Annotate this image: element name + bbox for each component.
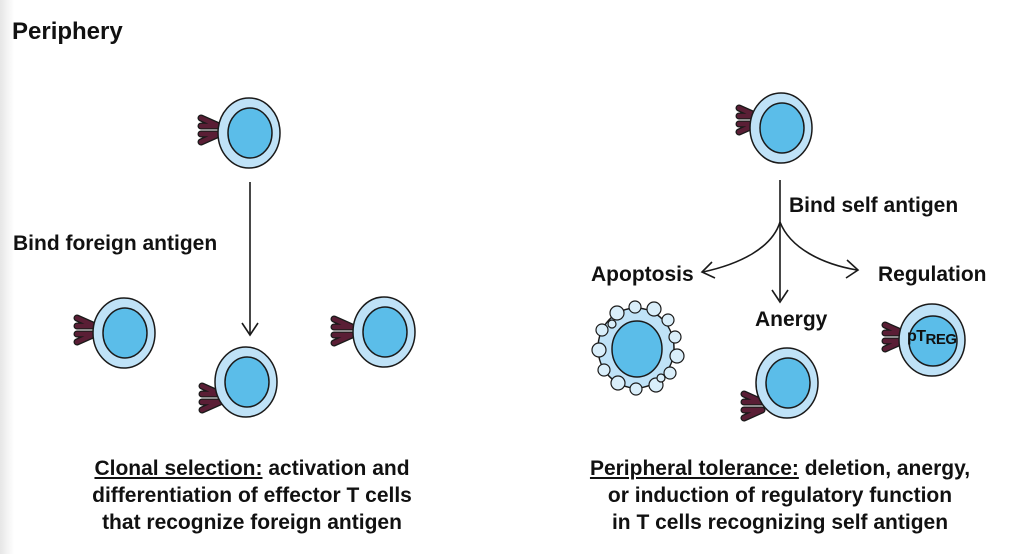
clonal-selection-term: Clonal selection: [94,457,263,480]
tolerance-caption-line2: or induction of regulatory function [607,484,953,507]
naive-t-cell-left [201,97,281,169]
tolerance-caption-line1: Peripheral tolerance: deletion, anergy, [580,455,980,482]
regulatory-t-cell [885,303,966,377]
clonal-arrow [241,182,259,337]
clonal-caption-line2: differentiation of effector T cells [92,484,412,507]
tolerance-caption-line1-rest: deletion, anergy, [798,457,971,480]
bind-self-antigen-label: Bind self antigen [789,194,959,217]
clonal-caption-line1: Clonal selection: activation and [52,455,452,482]
clonal-caption-line3: that recognize foreign antigen [102,511,402,534]
clonal-caption-line1-rest: activation and [262,457,410,480]
page-edge-shadow [0,0,14,554]
tolerance-caption-line3: in T cells recognizing self antigen [611,511,949,534]
apoptotic-cell [591,300,685,396]
effector-t-cell-3 [334,296,416,368]
ptreg-prefix: pT [907,328,926,345]
ptreg-subscript: REG [925,331,958,348]
peripheral-tolerance-caption: Peripheral tolerance: deletion, anergy, … [580,455,980,536]
ptreg-label: pTREG [907,328,957,348]
effector-t-cell-1 [77,297,156,369]
regulation-label: Regulation [878,263,987,286]
naive-t-cell-right [739,92,813,164]
apoptosis-label: Apoptosis [591,263,694,286]
bind-foreign-antigen-label: Bind foreign antigen [13,232,218,255]
branching-arrows [700,180,860,304]
page-title: Periphery [12,18,123,45]
effector-t-cell-2 [202,346,278,418]
anergic-t-cell [744,347,819,418]
clonal-selection-caption: Clonal selection: activation and differe… [52,455,452,536]
peripheral-tolerance-term: Peripheral tolerance: [589,457,799,480]
anergy-label: Anergy [755,308,828,331]
